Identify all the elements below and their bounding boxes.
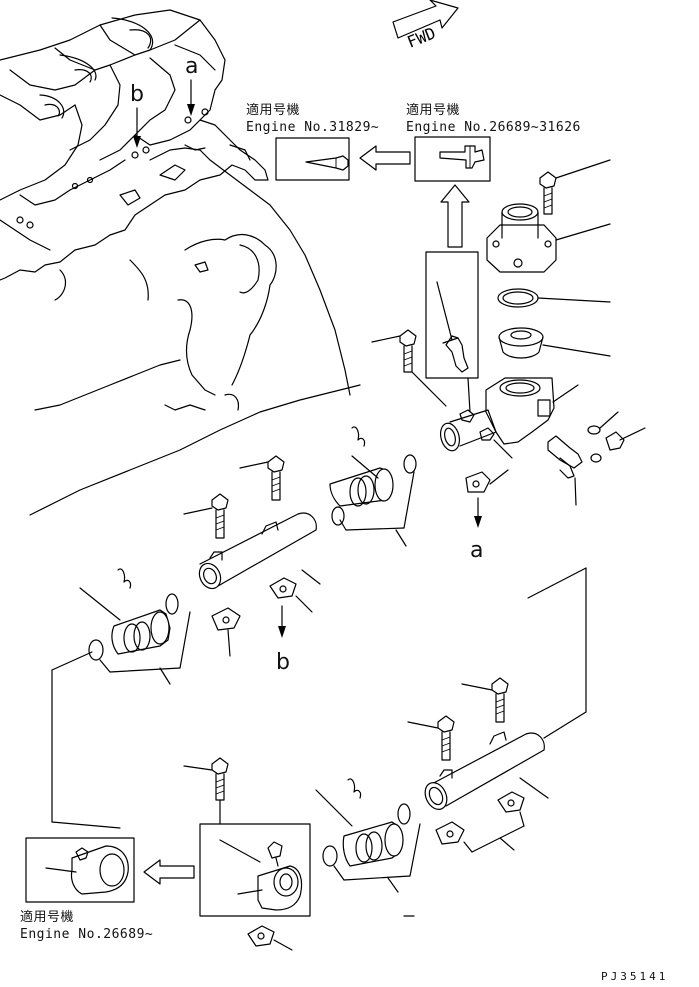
applicable-label-3: 適用号機 bbox=[20, 910, 75, 925]
inset-box-old-fitting bbox=[414, 136, 491, 182]
pointer-arrow-b-top bbox=[133, 107, 141, 148]
hollow-arrow-left-top bbox=[359, 145, 411, 171]
ref-letter-b-top: b bbox=[130, 82, 144, 107]
drawing-code: PJ35141 bbox=[601, 970, 669, 983]
applicable-label-1: 適用号機 bbox=[246, 103, 301, 118]
fwd-text: FWD bbox=[404, 23, 438, 51]
hollow-arrow-up bbox=[440, 184, 470, 248]
engine-block-illustration bbox=[0, 9, 361, 516]
detail-box-lower-fitting bbox=[183, 757, 311, 951]
connector-lines bbox=[51, 567, 587, 829]
thermostat-housing-stack bbox=[371, 159, 646, 506]
ref-letter-a-mid: a bbox=[470, 538, 484, 563]
water-pipe-assembly-lower bbox=[315, 677, 549, 917]
detail-box-elbow bbox=[425, 251, 479, 413]
inset-box-lower-left bbox=[25, 837, 135, 903]
pointer-arrow-a-mid bbox=[474, 497, 482, 528]
pointer-arrow-b-mid bbox=[278, 605, 286, 638]
pointer-arrow-a-top bbox=[187, 79, 195, 116]
hollow-arrow-left-bottom bbox=[143, 859, 195, 885]
inset-box-new-fitting bbox=[275, 137, 350, 181]
engine-no-2: Engine No.26689~31626 bbox=[406, 120, 581, 135]
ref-letter-b-mid: b bbox=[276, 650, 290, 675]
engine-no-1: Engine No.31829~ bbox=[246, 120, 380, 135]
fwd-arrow-icon: FWD bbox=[392, 0, 459, 52]
applicable-label-2: 適用号機 bbox=[406, 103, 461, 118]
water-pipe-assembly-upper bbox=[183, 426, 417, 657]
hose-clamp-group-left bbox=[79, 568, 191, 685]
engine-no-3: Engine No.26689~ bbox=[20, 927, 154, 942]
ref-letter-a-top: a bbox=[185, 54, 199, 79]
